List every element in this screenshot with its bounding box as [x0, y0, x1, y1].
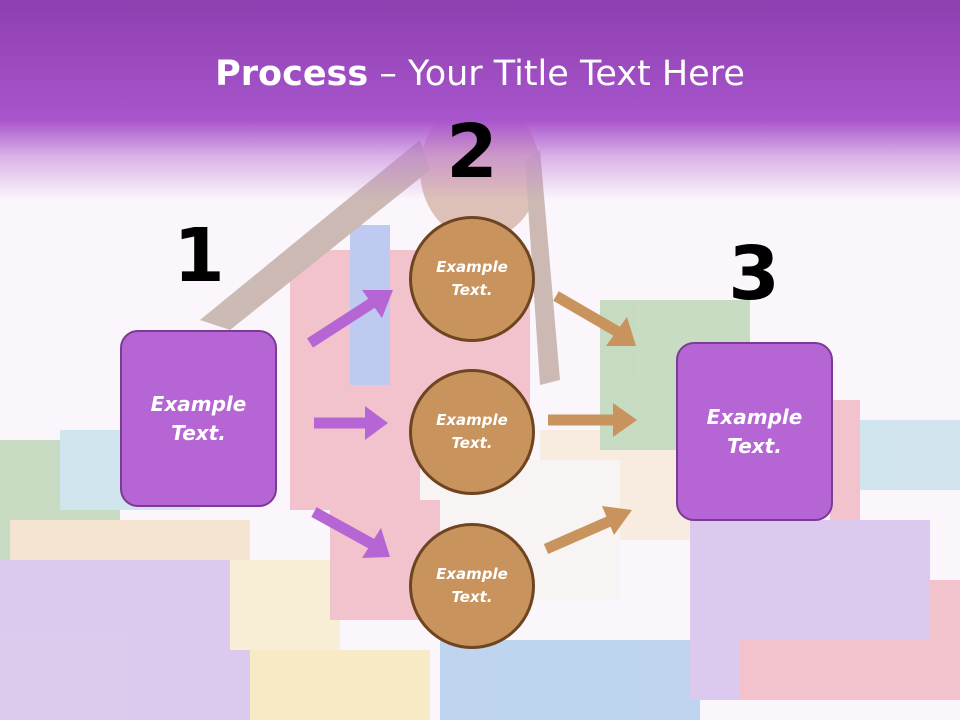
title-bold: Process — [215, 54, 369, 94]
slide-title: Process – Your Title Text Here — [0, 52, 960, 96]
circle-bottom: Example Text. — [409, 523, 535, 649]
header-band — [0, 0, 960, 200]
arrow-top-to-3 — [553, 291, 636, 346]
circle-bottom-text: Example Text. — [436, 565, 508, 606]
circle-middle: Example Text. — [409, 369, 535, 495]
title-rest: – Your Title Text Here — [368, 54, 745, 94]
arrow-bottom-to-3 — [543, 506, 632, 555]
step-3-text: Example Text. — [706, 404, 803, 458]
arrow-1-to-middle — [314, 406, 388, 440]
arrow-1-to-top — [307, 290, 393, 348]
step-1-text: Example Text. — [150, 391, 247, 445]
step-number-1: 1 — [173, 213, 225, 299]
circle-middle-text: Example Text. — [436, 411, 508, 452]
step-number-3: 3 — [728, 231, 780, 317]
step-1-box: Example Text. — [120, 330, 277, 507]
circle-top: Example Text. — [409, 216, 535, 342]
step-number-2: 2 — [446, 109, 498, 195]
arrow-middle-to-3 — [548, 403, 637, 437]
circle-top-text: Example Text. — [436, 258, 508, 299]
arrow-1-to-bottom — [311, 507, 390, 558]
step-3-box: Example Text. — [676, 342, 833, 521]
